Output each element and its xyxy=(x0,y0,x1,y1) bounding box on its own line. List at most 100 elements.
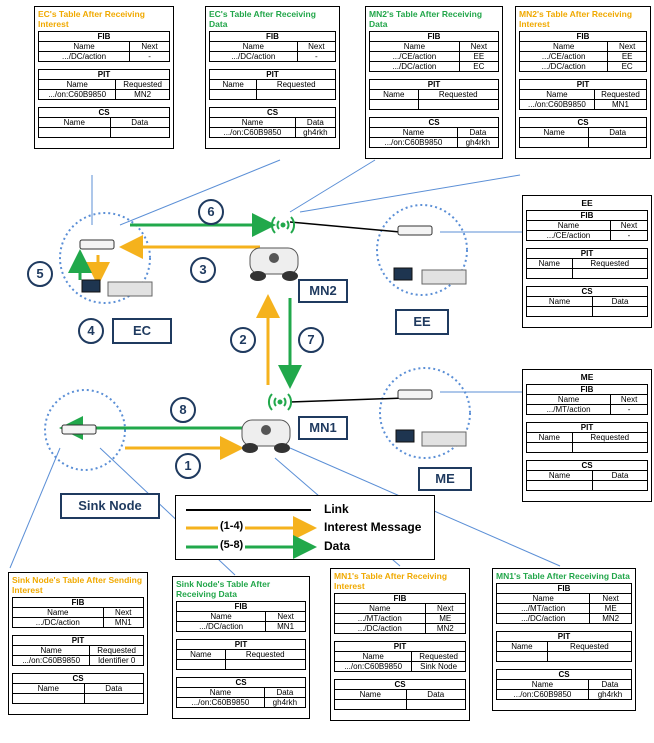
cs-heading: CS xyxy=(176,677,306,688)
table-cell xyxy=(176,659,226,670)
table-cell: MN1 xyxy=(102,617,145,628)
fib-heading: FIB xyxy=(369,31,499,42)
column-header: Name xyxy=(11,645,91,656)
column-header: Name xyxy=(526,432,573,443)
column-header: Name xyxy=(175,611,267,622)
message-arrows xyxy=(59,213,302,460)
server-icon xyxy=(107,269,467,447)
fib-heading: FIB xyxy=(209,31,336,42)
legend-interest-range: (1-4) xyxy=(218,520,246,532)
table-cell: MN2 xyxy=(589,613,632,624)
column-header: Name xyxy=(525,394,612,405)
column-header: Name xyxy=(369,41,460,52)
table-cell: ME xyxy=(589,603,632,614)
table-cell: .../on:C60B9850 xyxy=(11,655,91,666)
column-header: Data xyxy=(83,683,145,694)
column-header: Data xyxy=(456,127,500,138)
table-cell xyxy=(109,127,171,138)
table-cell: .../on:C60B9850 xyxy=(37,89,117,100)
step-4: 4 xyxy=(78,318,104,344)
column-header: Requested xyxy=(571,432,648,443)
table-cell: .../MT/action xyxy=(334,613,426,624)
pit-heading: PIT xyxy=(334,641,466,652)
cs-heading: CS xyxy=(496,669,632,680)
table-cell: EC xyxy=(458,61,500,72)
robot-mn1-icon xyxy=(241,419,291,453)
table-cell: .../DC/action xyxy=(334,623,426,634)
column-header: Name xyxy=(525,470,594,481)
table-cell: .../MT/action xyxy=(525,404,612,415)
column-header: Name xyxy=(496,679,589,690)
table-cell: .../on:C60B9850 xyxy=(369,137,458,148)
step-3: 3 xyxy=(190,257,216,283)
legend-lines xyxy=(186,509,317,559)
panel-title: EE xyxy=(581,198,593,208)
node-range-circles xyxy=(44,204,471,471)
table-row xyxy=(334,699,467,710)
column-header: Data xyxy=(263,687,307,698)
black-links xyxy=(200,221,406,513)
table-cell: .../DC/action xyxy=(37,51,131,62)
column-header: Name xyxy=(12,683,85,694)
column-header: Name xyxy=(334,603,426,614)
fib-heading: FIB xyxy=(38,31,170,42)
table-cell: .../on:C60B9850 xyxy=(519,99,595,110)
column-header: Next xyxy=(296,41,337,52)
table-cell xyxy=(83,693,145,704)
table-row: .../CE/action- xyxy=(526,230,649,241)
column-header: Name xyxy=(12,607,104,618)
table-cell: gh4rkh xyxy=(263,697,307,708)
table-cell: .../on:C60B9850 xyxy=(496,689,589,700)
table-cell: ME xyxy=(424,613,467,624)
column-header: Next xyxy=(609,220,649,231)
table-cell: - xyxy=(296,51,337,62)
fib-heading: FIB xyxy=(526,210,648,221)
table-row xyxy=(525,480,648,491)
cs-heading: CS xyxy=(519,117,647,128)
legend: Link (1-4) Interest Message (5-8) Data xyxy=(175,495,435,560)
table-cell xyxy=(592,480,648,491)
column-header: Requested xyxy=(411,651,466,662)
column-header: Name xyxy=(209,117,296,128)
table-cell: Sink Node xyxy=(411,661,466,672)
table-cell: .../CE/action xyxy=(526,230,611,241)
column-header: Name xyxy=(176,649,226,660)
column-header: Requested xyxy=(571,258,648,269)
table-cell: .../DC/action xyxy=(369,61,460,72)
cs-heading: CS xyxy=(38,107,170,118)
fib-heading: FIB xyxy=(526,384,648,395)
node-label-me: ME xyxy=(418,467,472,491)
table-row: .../DC/action- xyxy=(37,51,170,62)
column-header: Name xyxy=(38,117,111,128)
legend-interest-label: Interest Message xyxy=(324,520,422,534)
table-cell: EE xyxy=(458,51,500,62)
table-cell xyxy=(405,699,467,710)
table-cell: EC xyxy=(607,61,647,72)
table-cell xyxy=(12,693,85,704)
column-header: Requested xyxy=(89,645,144,656)
column-header: Name xyxy=(208,79,258,90)
table-cell xyxy=(369,99,419,110)
table-cell: MN2 xyxy=(115,89,170,100)
column-header: Data xyxy=(405,689,467,700)
table-cell xyxy=(496,651,548,662)
